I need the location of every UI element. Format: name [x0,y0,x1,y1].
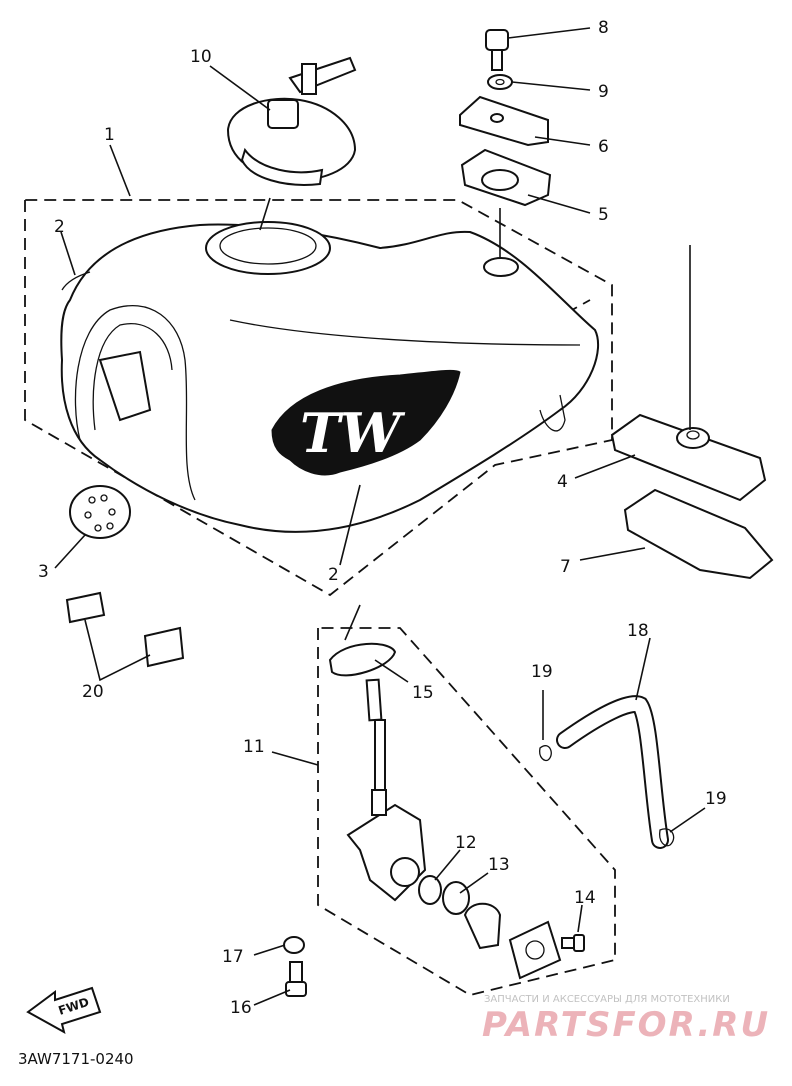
mount-washer [283,936,305,954]
callout-14: 14 [574,888,596,908]
side-damper [69,485,131,539]
pads [65,591,185,668]
callout-4: 4 [557,472,568,492]
fuel-cap [226,56,357,186]
cock-o-ring [442,881,470,915]
watermark: ЗАПЧАСТИ И АКСЕССУАРЫ ДЛЯ МОТОТЕХНИКИ PA… [482,994,770,1045]
protector-plate [623,488,774,580]
fuel-hose [556,695,669,849]
tank-emblem: TW [271,369,461,476]
tank-logo-text: TW [300,401,406,465]
watermark-brand: PARTSFOR.RU [482,1005,770,1045]
hose-clip [538,745,552,762]
diagram-code: 3AW7171-0240 [18,1050,134,1068]
fuel-cock [346,678,427,902]
mount-bolt [285,961,307,997]
fuel-cock-assembly-outline [317,627,616,996]
fwd-arrow: FWD [26,986,102,1034]
callout-3: 3 [38,562,49,582]
bolt [485,29,509,71]
screw [561,934,585,952]
callout-5: 5 [598,205,609,225]
callout-10: 10 [190,47,212,67]
callout-11: 11 [243,737,265,757]
cock-plate [508,920,562,980]
cock-gasket [418,875,442,905]
callout-9: 9 [598,82,609,102]
callout-15: 15 [412,683,434,703]
hose-clip [659,828,675,847]
callout-12: 12 [455,833,477,853]
o-ring [328,642,397,677]
bracket [459,95,549,147]
callout-18: 18 [627,621,649,641]
washer [487,74,513,90]
callout-13: 13 [488,855,510,875]
callout-numbers: 1 2 2 3 4 5 6 7 8 9 10 11 12 13 14 15 16… [38,18,727,1018]
damper [460,148,552,207]
callout-1: 1 [104,125,115,145]
callout-2: 2 [328,565,339,585]
callout-16: 16 [230,998,252,1018]
rear-bracket [610,413,767,502]
fuel-tank [60,221,600,533]
callout-19: 19 [705,789,727,809]
callout-8: 8 [598,18,609,38]
watermark-tagline: ЗАПЧАСТИ И АКСЕССУАРЫ ДЛЯ МОТОТЕХНИКИ [484,994,730,1005]
callout-20: 20 [82,682,104,702]
leader-lines [54,27,706,1006]
callout-7: 7 [560,557,571,577]
callout-17: 17 [222,947,244,967]
callout-6: 6 [598,137,609,157]
callout-19: 19 [531,662,553,682]
cock-lever [463,902,502,950]
callout-2: 2 [54,217,65,237]
